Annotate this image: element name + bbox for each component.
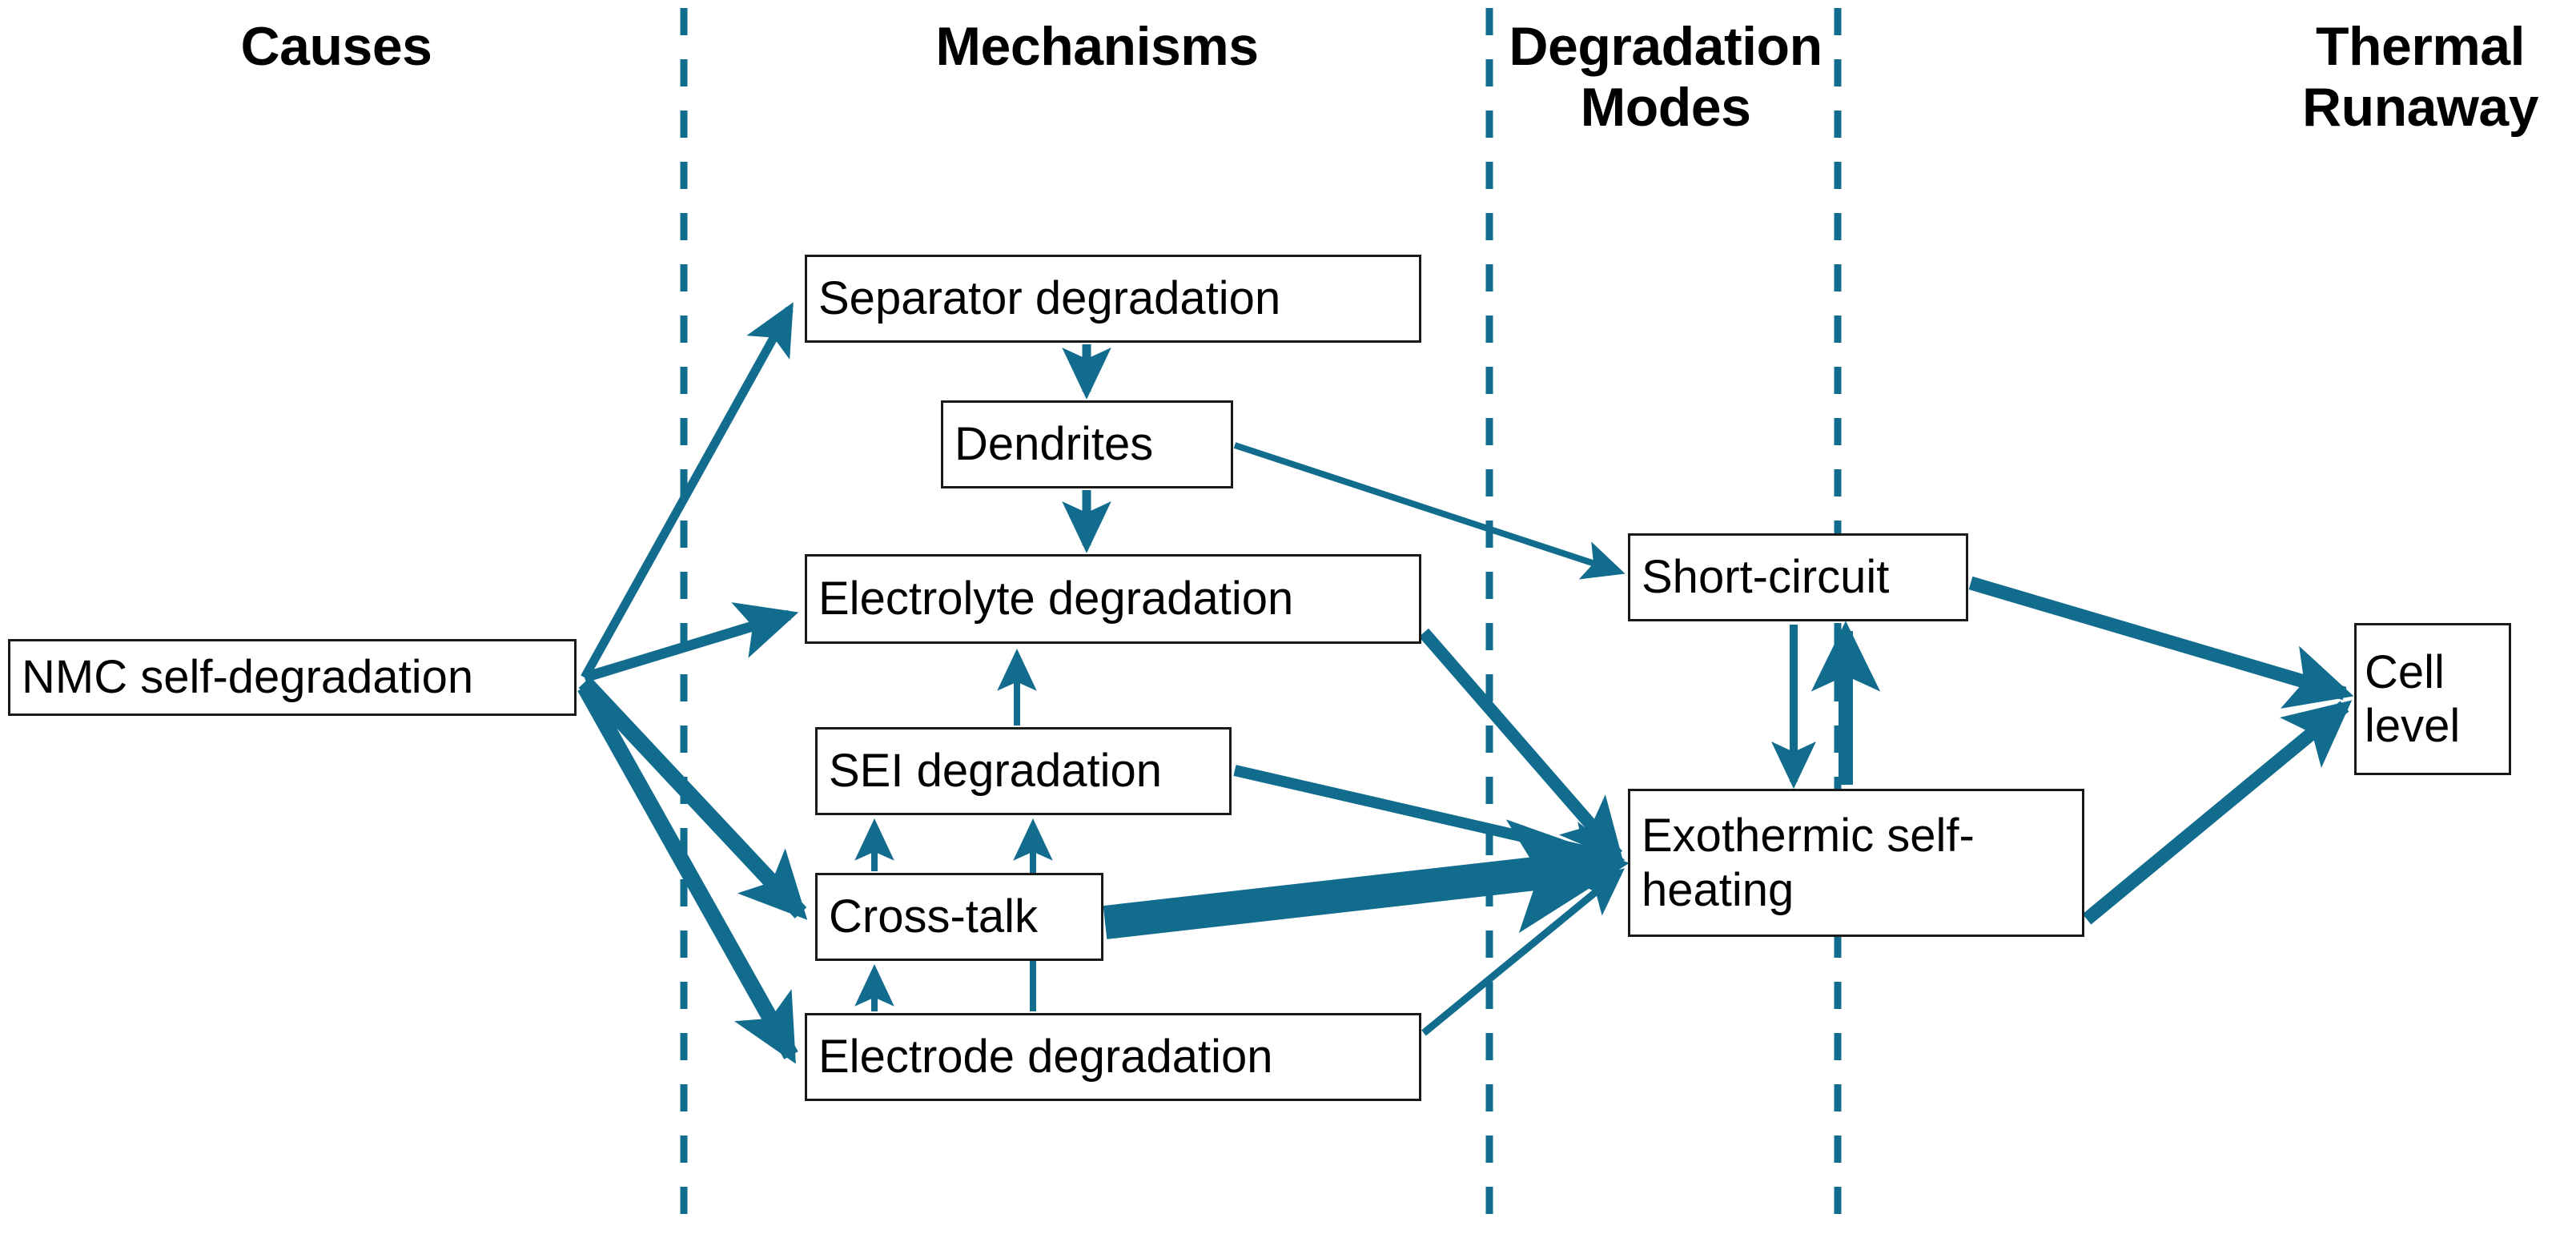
node-label: SEI degradation: [829, 745, 1162, 798]
node-label: Separator degradation: [818, 272, 1281, 325]
edge-nmc-to-electrolyte: [583, 602, 799, 683]
node-label: Cross-talk: [829, 890, 1039, 943]
edge-exothermic-to-cell: [2082, 700, 2353, 925]
node-dendrites[interactable]: Dendrites: [941, 400, 1233, 488]
node-label: NMC self-degradation: [22, 651, 474, 704]
node-short-circuit[interactable]: Short-circuit: [1628, 533, 1968, 621]
edge-electrode-to-exothermic: [1421, 868, 1625, 1036]
edge-nmc-to-separator: [581, 302, 794, 680]
edge-dendrites-to-short-circuit: [1233, 442, 1626, 580]
node-separator-degradation[interactable]: Separator degradation: [805, 255, 1421, 343]
column-header-thermal-runaway: Thermal Runaway: [2301, 16, 2539, 139]
node-label: Electrode degradation: [818, 1031, 1273, 1083]
edge-crosstalk-to-exothermic: [1103, 819, 1630, 939]
node-label: Cell level: [2365, 645, 2461, 752]
node-cross-talk[interactable]: Cross-talk: [815, 873, 1103, 961]
node-label: Short-circuit: [1642, 551, 1890, 604]
edge-electrolyte-to-exothermic: [1418, 628, 1624, 862]
node-sei-degradation[interactable]: SEI degradation: [815, 727, 1232, 815]
node-cell-level[interactable]: Cell level: [2354, 623, 2511, 775]
column-header-mechanisms: Mechanisms: [935, 16, 1259, 77]
node-electrolyte-degradation[interactable]: Electrolyte degradation: [805, 554, 1421, 644]
node-electrode-degradation[interactable]: Electrode degradation: [805, 1013, 1421, 1101]
edge-nmc-to-crosstalk: [578, 677, 808, 920]
node-nmc-self-degradation[interactable]: NMC self-degradation: [8, 639, 577, 716]
edge-short-circuit-to-cell: [1968, 576, 2354, 709]
column-header-degradation-modes: Degradation Modes: [1509, 16, 1822, 139]
node-label: Exothermic self-heating: [1642, 810, 1975, 916]
edge-nmc-to-electrode: [577, 683, 798, 1064]
node-exothermic-self-heating[interactable]: Exothermic self-heating: [1628, 789, 2084, 937]
node-label: Dendrites: [954, 418, 1154, 471]
node-label: Electrolyte degradation: [818, 573, 1294, 625]
column-header-causes: Causes: [240, 16, 432, 77]
edges-layer: [577, 302, 2354, 1064]
